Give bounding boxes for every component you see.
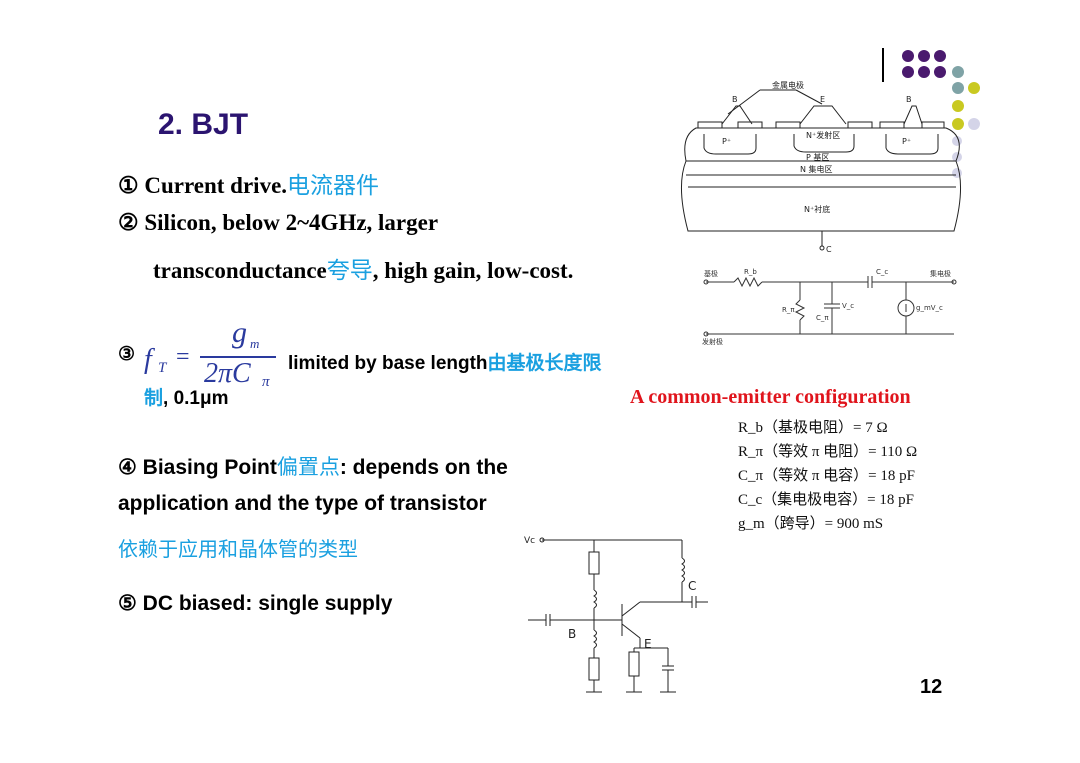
formula-numerator: g <box>232 316 247 349</box>
decorative-dots <box>882 46 1012 186</box>
item-5: ⑤ DC biased: single supply <box>118 591 392 616</box>
label-n-collector: N 集电区 <box>800 164 833 174</box>
formula-lhs-sub: T <box>158 360 167 376</box>
bjt-cross-section-diagram: 金属电极 B E B P⁺ N⁺发射区 P⁺ P 基区 N 集电区 N⁺衬底 C <box>680 80 962 254</box>
formula: f T = g m 2πC π <box>142 316 282 390</box>
dot <box>902 66 914 78</box>
param-gm: g_m（跨导）= 900 mS <box>738 516 884 532</box>
label-vc: V_c <box>842 302 854 310</box>
dot <box>952 168 962 178</box>
dot <box>952 82 964 94</box>
label-gm: g_mV_c <box>916 304 943 312</box>
item-4-text2: : depends on the <box>339 456 508 479</box>
item-3-chinese-2: 制 <box>144 387 164 409</box>
item-4-number: ④ <box>118 456 137 479</box>
label-vcc: Vc <box>524 536 535 546</box>
param-rb: R_b（基极电阻）= 7 Ω <box>738 420 888 436</box>
label-b-right: B <box>906 95 912 104</box>
item-5-text: DC biased: single supply <box>142 592 393 615</box>
item-2-chinese: 夸导 <box>326 258 373 284</box>
item-4-line2: application and the type of transistor <box>118 492 487 515</box>
param-list: R_b（基极电阻）= 7 Ω R_π（等效 π 电阻）= 110 Ω C_π（等… <box>738 416 917 536</box>
item-2-line2: transconductance夸导, high gain, low-cost. <box>153 251 573 285</box>
item-2-text: Silicon, below 2~4GHz, larger <box>144 210 439 235</box>
item-2-text2: transconductance <box>153 258 327 283</box>
dot <box>934 66 946 78</box>
item-3-text-line: limited by base length由基极长度限 <box>288 348 602 375</box>
label-p-base: P 基区 <box>806 152 829 162</box>
item-2-number: ② <box>118 210 139 235</box>
dot <box>918 50 930 62</box>
item-3-number: ③ <box>118 344 136 365</box>
divider-line <box>882 48 884 82</box>
label-metal-electrode: 金属电极 <box>772 80 804 90</box>
item-3-text: limited by base length <box>288 353 488 374</box>
label-base: 基极 <box>704 269 718 278</box>
formula-denominator-sub: π <box>262 374 270 390</box>
label-n-substrate: N⁺衬底 <box>804 204 830 214</box>
item-1-text: Current drive. <box>144 173 288 198</box>
dot <box>952 136 962 146</box>
label-bias-e: E <box>644 637 652 651</box>
item-3-line2: 制, 0.1μm <box>144 383 229 410</box>
label-bias-c: C <box>688 579 696 593</box>
item-2-text3: , high gain, low-cost. <box>372 258 574 283</box>
label-p-right: P⁺ <box>902 137 911 146</box>
dot <box>918 66 930 78</box>
formula-denominator: 2πC <box>204 358 251 389</box>
item-3-chinese: 由基极长度限 <box>487 352 602 374</box>
label-collector: 集电极 <box>930 269 951 278</box>
label-emitter: 发射极 <box>702 337 723 346</box>
dot <box>952 100 964 112</box>
label-c: C <box>826 245 832 254</box>
dot <box>952 66 964 78</box>
page-number: 12 <box>920 676 943 698</box>
fraction-bar <box>200 356 276 358</box>
formula-lhs: f <box>144 344 152 375</box>
item-4-text: Biasing Point <box>142 456 277 479</box>
label-e: E <box>820 95 825 104</box>
param-cc: C_c（集电极电容）= 18 pF <box>738 492 914 508</box>
item-4-chinese: 偏置点 <box>276 455 340 479</box>
item-1-number: ① <box>118 173 139 198</box>
param-rpi: R_π（等效 π 电阻）= 110 Ω <box>738 444 918 460</box>
item-1-chinese: 电流器件 <box>287 173 380 199</box>
formula-numerator-sub: m <box>250 336 260 351</box>
figure-caption: A common-emitter configuration <box>630 386 911 408</box>
label-cc: C_c <box>876 268 888 276</box>
dot <box>952 118 964 130</box>
item-4-chinese-2: 依赖于应用和晶体管的类型 <box>118 537 358 561</box>
item-3-text2: , 0.1μm <box>163 388 229 409</box>
item-5-number: ⑤ <box>118 592 137 615</box>
slide-title: 2. BJT <box>158 108 249 141</box>
bias-circuit-diagram: Vc C B E <box>524 536 708 693</box>
label-bias-b: B <box>568 627 576 641</box>
dot <box>902 50 914 62</box>
item-4: ④ Biasing Point偏置点: depends on the <box>118 451 508 481</box>
item-2: ② Silicon, below 2~4GHz, larger <box>118 210 438 236</box>
label-rpi: R_π <box>782 306 795 314</box>
dot <box>968 118 980 130</box>
param-cpi: C_π（等效 π 电容）= 18 pF <box>738 468 915 484</box>
dot <box>968 82 980 94</box>
label-n-emitter: N⁺发射区 <box>806 130 840 140</box>
label-rb: R_b <box>744 268 757 276</box>
label-b-left: B <box>732 95 738 104</box>
dot <box>934 50 946 62</box>
item-1: ① Current drive.电流器件 <box>118 166 379 200</box>
label-p-left: P⁺ <box>722 137 731 146</box>
small-signal-model-diagram: 基极 R_b C_c 集电极 R_π C_π V_c g_mV_c 发射极 <box>702 268 957 346</box>
label-cpi: C_π <box>816 314 829 322</box>
